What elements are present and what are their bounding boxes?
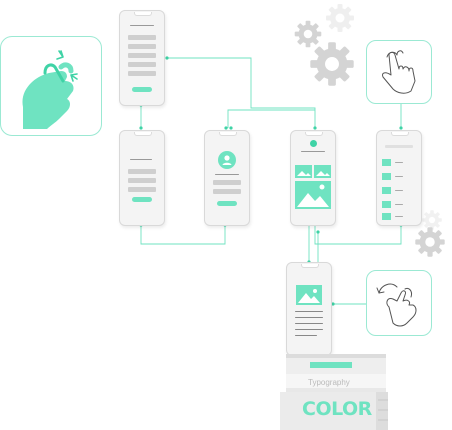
tap-gesture-card — [366, 40, 432, 104]
user-profile-icon — [218, 151, 236, 169]
phone-screen-article — [286, 262, 332, 356]
pinch-gesture-card — [0, 36, 102, 136]
connector-3-4 — [227, 109, 315, 128]
connector-1-4 — [167, 57, 316, 128]
image-placeholder-icon — [295, 165, 331, 209]
connector-5-4 — [314, 225, 402, 245]
tap-gesture-hand-icon — [382, 50, 416, 94]
color-book-label: COLOR — [302, 398, 372, 420]
phone-screen-thumbnail-list — [376, 130, 422, 226]
rotate-gesture-hand-icon — [376, 283, 417, 327]
books-stack: Typography COLOR — [280, 354, 392, 430]
article-image-icon — [296, 285, 322, 305]
info-dot-icon — [310, 140, 317, 147]
rotate-gesture-card — [366, 270, 432, 336]
phone-screen-gallery — [290, 130, 336, 226]
settings-gears-icon — [294, 4, 354, 86]
pinch-gesture-hand-icon — [22, 50, 78, 129]
typography-book-label: Typography — [308, 378, 350, 387]
connector-2-3 — [140, 225, 226, 245]
phone-screen-list — [119, 10, 165, 106]
phone-screen-profile — [204, 130, 250, 226]
phone-screen-form — [119, 130, 165, 226]
